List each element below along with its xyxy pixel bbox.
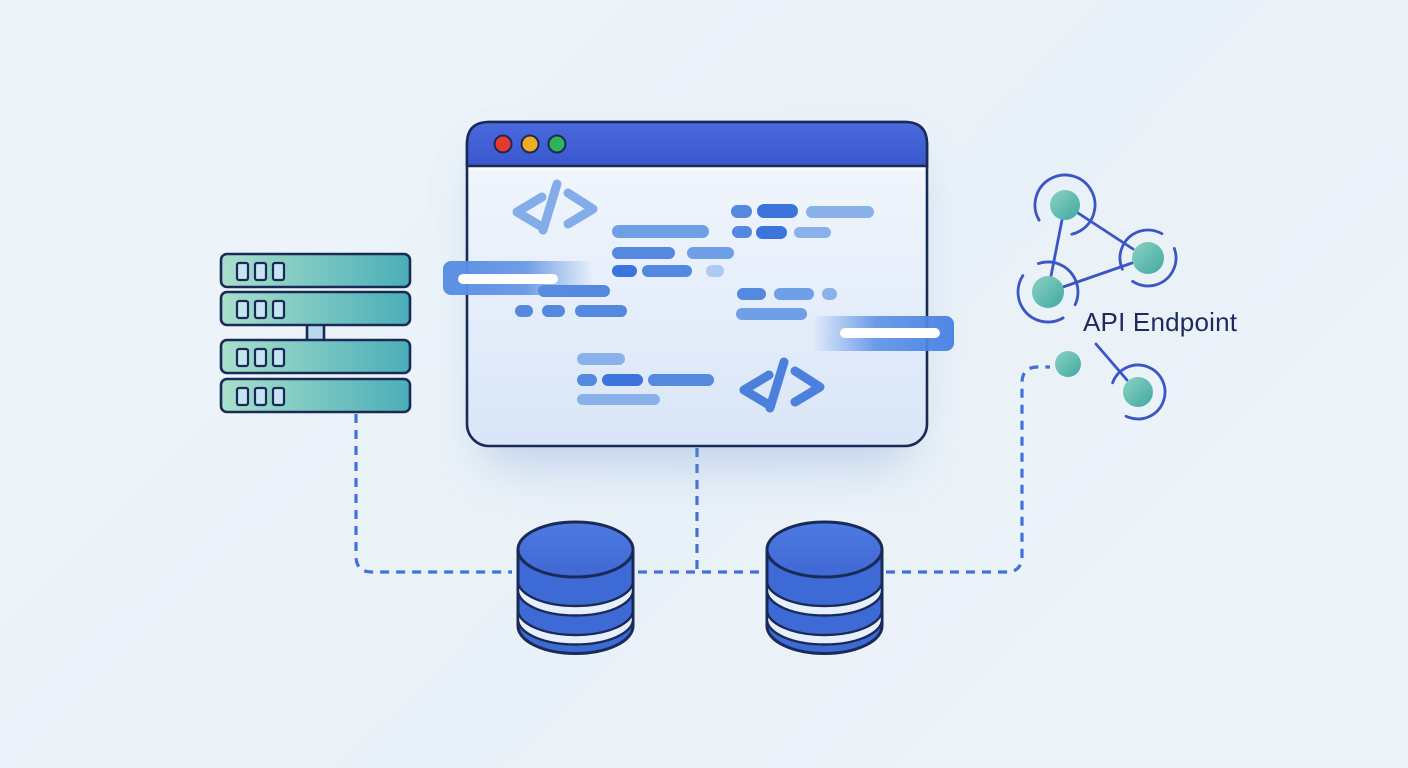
code-line-pill xyxy=(794,227,831,238)
connector-dashed-line xyxy=(886,365,1050,574)
db-band xyxy=(516,580,635,617)
server-slot xyxy=(253,347,268,368)
node-orbit-ring xyxy=(1033,173,1097,237)
server-unit xyxy=(219,252,412,289)
connector-dashed-line xyxy=(354,414,512,574)
node-orbit-ring xyxy=(1109,363,1167,421)
traffic-light-minimize-icon xyxy=(520,134,540,154)
node-orbit-ring xyxy=(1016,260,1080,324)
traffic-light-maximize-icon xyxy=(547,134,567,154)
browser-code-window xyxy=(443,120,954,464)
db-cylinder-body xyxy=(765,549,884,655)
code-line-pill xyxy=(642,265,692,277)
server-slot xyxy=(271,347,286,368)
server-slot xyxy=(235,347,250,368)
code-line-pill xyxy=(774,288,814,300)
code-line-pill xyxy=(687,247,734,259)
code-line-pill xyxy=(736,308,807,320)
server-unit xyxy=(219,377,412,414)
code-line-pill xyxy=(731,205,752,218)
traffic-light-close-icon xyxy=(493,134,513,154)
node-link-line xyxy=(1049,218,1064,278)
code-line-pill xyxy=(732,226,752,238)
server-slot xyxy=(235,386,250,407)
code-line-pill xyxy=(612,225,709,238)
code-line-pill xyxy=(612,265,637,277)
code-line-pill xyxy=(806,206,874,218)
api-node-dot xyxy=(1123,377,1153,407)
api-node-dot xyxy=(1050,190,1080,220)
db-band xyxy=(516,609,635,646)
code-line-pill xyxy=(515,305,533,317)
code-tag-icon xyxy=(512,179,598,235)
server-slot xyxy=(271,386,286,407)
server-slot xyxy=(253,261,268,282)
code-line-pill xyxy=(822,288,837,300)
node-orbit-ring xyxy=(1118,228,1178,288)
code-line-pill xyxy=(737,288,766,300)
server-unit xyxy=(219,290,412,327)
server-slot xyxy=(271,261,286,282)
server-slot xyxy=(271,299,286,320)
server-unit xyxy=(219,338,412,375)
title-bar-highlight xyxy=(469,167,925,171)
code-line-pill xyxy=(542,305,565,317)
server-slot xyxy=(235,261,250,282)
callout-text-pill xyxy=(840,328,940,338)
api-node-dot xyxy=(1132,242,1164,274)
code-line-pill xyxy=(577,353,625,365)
code-line-pill xyxy=(648,374,714,386)
server-slot xyxy=(253,299,268,320)
code-line-pill xyxy=(577,374,597,386)
db-cylinder-body xyxy=(516,549,635,655)
api-node-dot xyxy=(1055,351,1081,377)
code-tag-icon xyxy=(739,357,825,413)
code-line-pill xyxy=(575,305,627,317)
connector-dashed-lines xyxy=(354,365,1050,574)
db-cylinder-top xyxy=(765,520,884,579)
api-node-cluster xyxy=(1016,173,1178,421)
node-link-line xyxy=(1094,342,1129,382)
db-cylinder-top xyxy=(516,520,635,579)
code-line-pill xyxy=(602,374,643,386)
code-line-pill xyxy=(757,204,798,218)
api-endpoint-label: API Endpoint xyxy=(1083,307,1238,337)
database-cylinders xyxy=(516,520,884,655)
db-band xyxy=(765,580,884,617)
code-line-pill xyxy=(612,247,675,259)
callout-text-pill xyxy=(458,274,558,284)
server-slot xyxy=(235,299,250,320)
code-line-pill xyxy=(756,226,787,239)
api-node-dot xyxy=(1032,276,1064,308)
server-rack xyxy=(219,252,412,414)
server-slot xyxy=(253,386,268,407)
code-line-pill xyxy=(577,394,660,405)
code-line-pill xyxy=(706,265,724,277)
db-band xyxy=(765,609,884,646)
window-title-bar xyxy=(465,120,929,168)
